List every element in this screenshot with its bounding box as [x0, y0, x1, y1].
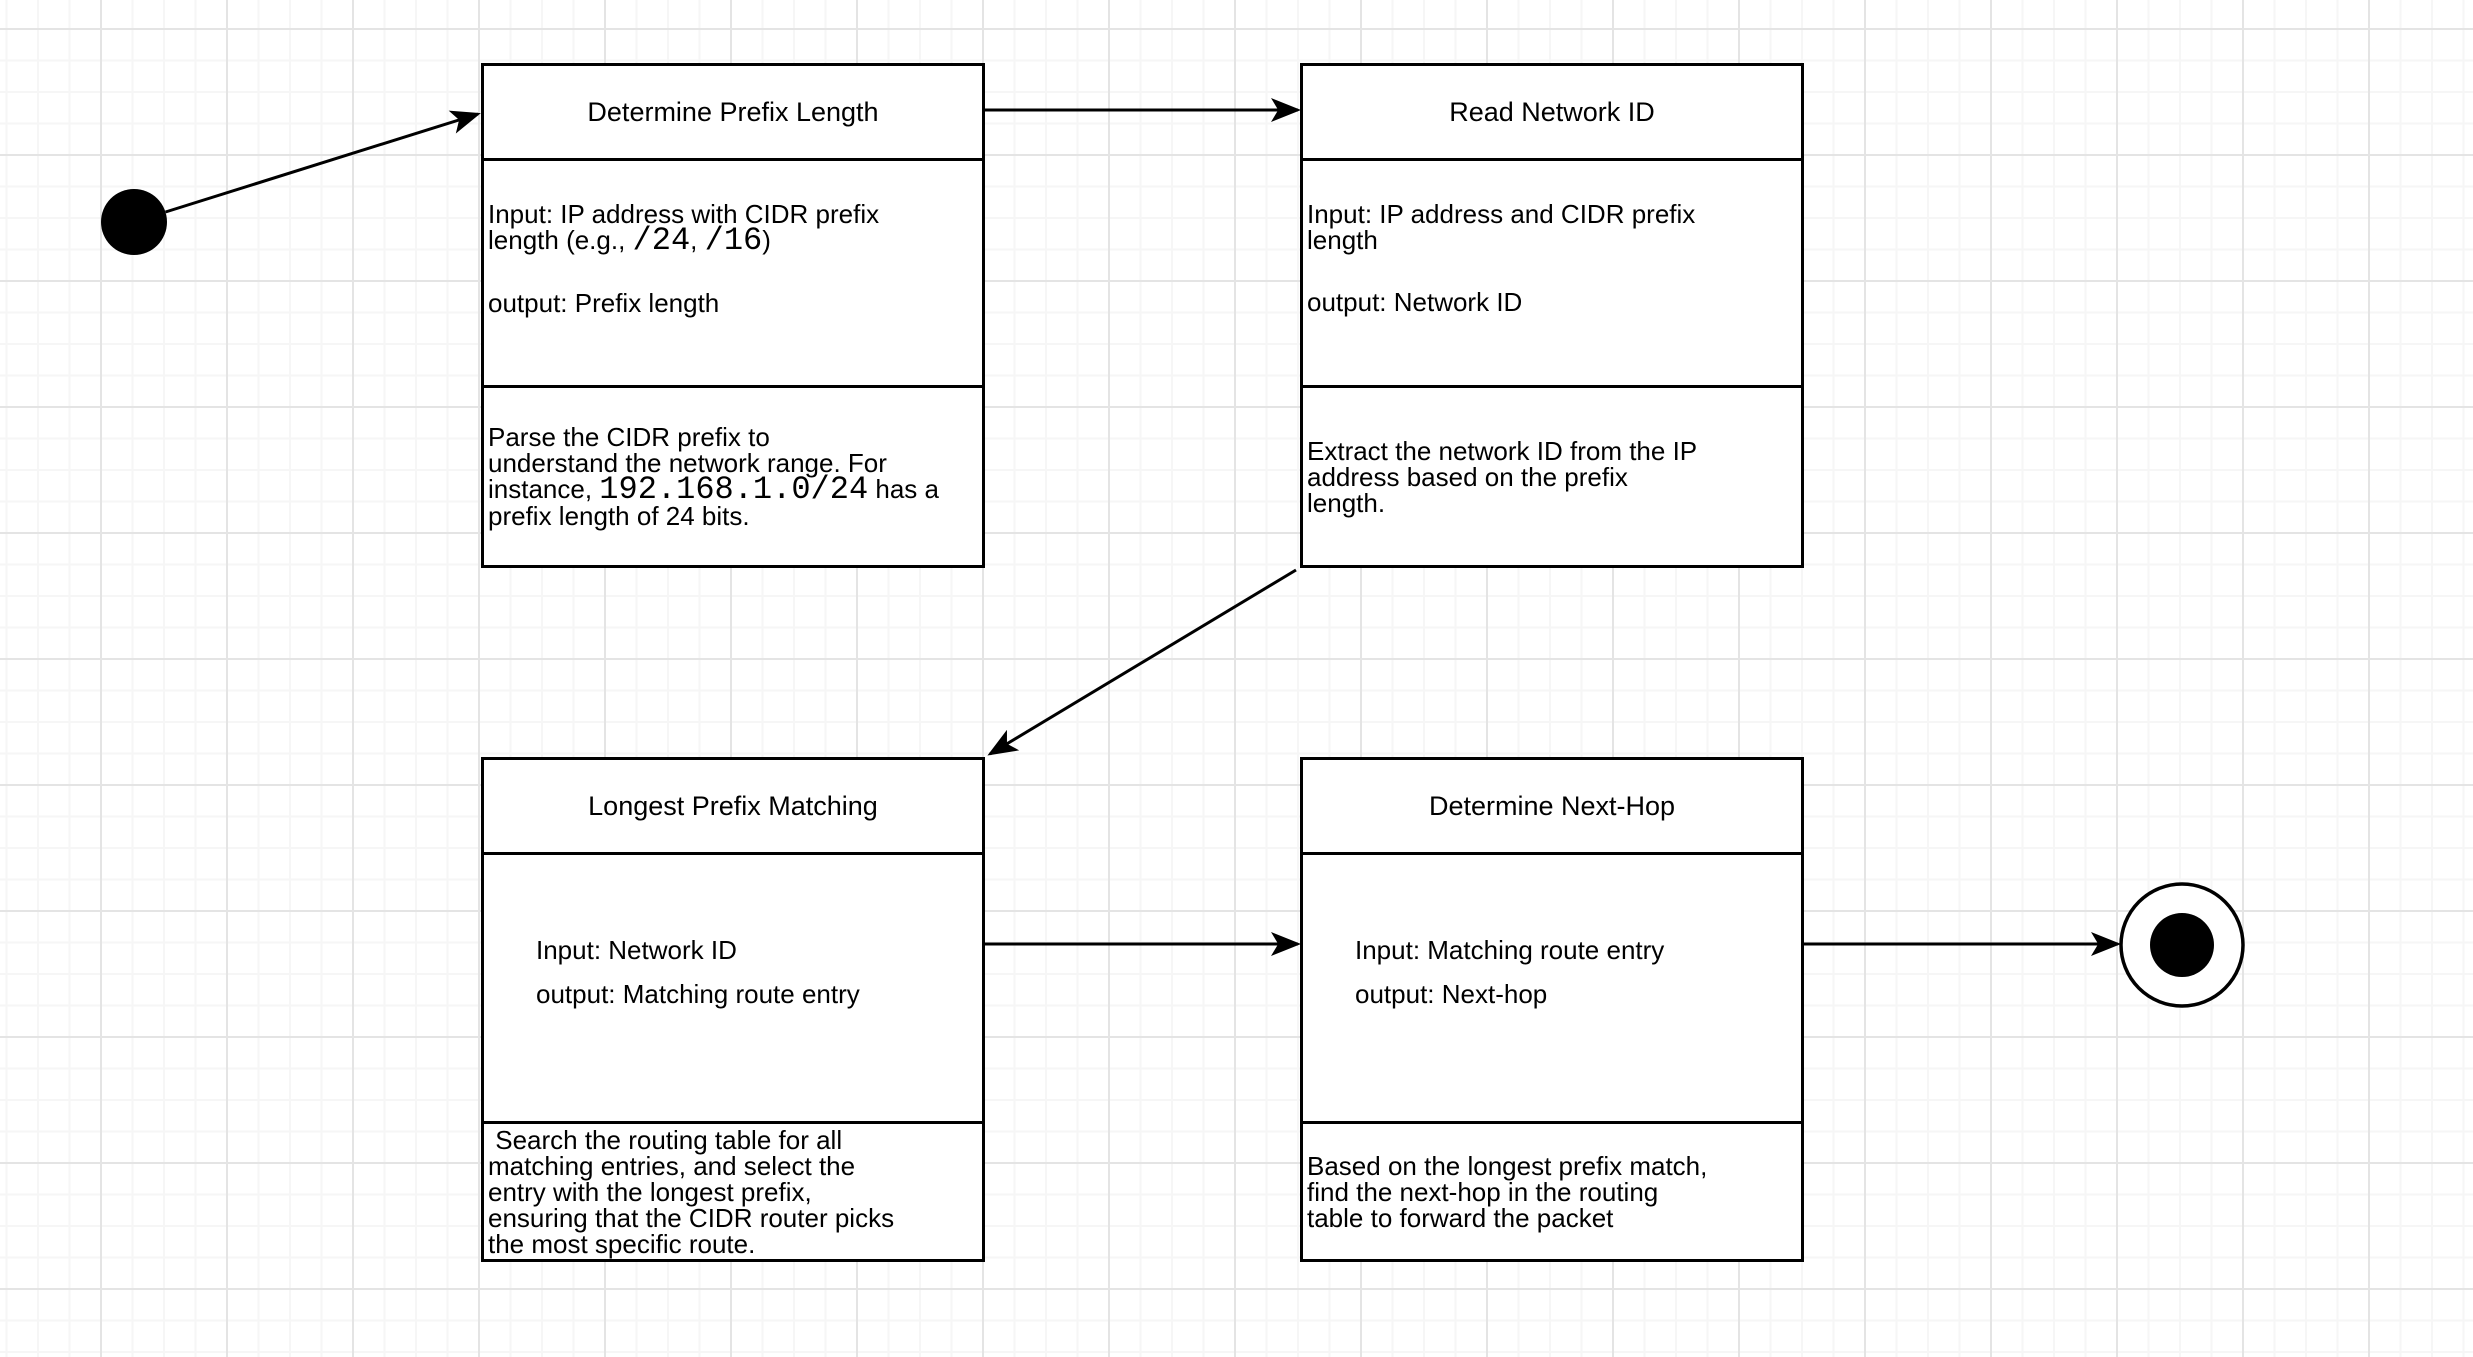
description-line: Search the routing table for all: [488, 1124, 843, 1155]
description-line: prefix length of 24 bits.: [488, 501, 750, 531]
node-description-section: Extract the network ID from the IP addre…: [1303, 388, 1801, 565]
activity-node-read-network-id[interactable]: Read Network ID Input: IP address and CI…: [1300, 63, 1804, 568]
description-line: Based on the longest prefix match,: [1307, 1150, 1708, 1181]
edge-read-network-id-to-longest-prefix-matching[interactable]: [987, 568, 1297, 756]
description-line: matching entries, and select the: [488, 1150, 856, 1181]
node-io-section: Input: IP address and CIDR prefix length…: [1303, 161, 1801, 388]
activity-node-determine-next-hop[interactable]: Determine Next-Hop Input: Matching route…: [1300, 757, 1804, 1262]
io-output-line: output: Network ID: [1307, 287, 1523, 317]
activity-node-longest-prefix-matching[interactable]: Longest Prefix Matching Input: Network I…: [481, 757, 985, 1262]
node-title-text: Longest Prefix Matching: [588, 791, 878, 821]
node-title: Determine Next-Hop: [1303, 760, 1801, 855]
description-line: Parse the CIDR prefix to: [488, 422, 770, 452]
description-line: ensuring that the CIDR router picks: [488, 1202, 895, 1233]
description-line: address based on the prefix: [1307, 461, 1628, 492]
description-line: understand the network range. For: [488, 448, 887, 478]
node-title-text: Read Network ID: [1449, 97, 1655, 127]
io-input-line-2: length (e.g., /24, /16): [488, 222, 771, 259]
io-input-line: Input: IP address with CIDR prefix: [488, 199, 880, 229]
description-line: the most specific route.: [488, 1228, 756, 1259]
io-output-line: output: Prefix length: [488, 288, 720, 318]
node-io-section: Input: IP address with CIDR prefix lengt…: [484, 161, 982, 388]
description-line: Extract the network ID from the IP: [1307, 435, 1698, 466]
description-line: entry with the longest prefix,: [488, 1176, 812, 1207]
final-node[interactable]: [2119, 882, 2245, 1008]
node-description-section: Based on the longest prefix match, find …: [1303, 1124, 1801, 1259]
description-line: find the next-hop in the routing: [1307, 1176, 1659, 1207]
node-io-section: Input: Matching route entry output: Next…: [1303, 855, 1801, 1124]
description-line: length.: [1307, 487, 1386, 518]
node-title: Determine Prefix Length: [484, 66, 982, 161]
io-output-line: output: Next-hop: [1355, 979, 1548, 1009]
node-title: Longest Prefix Matching: [484, 760, 982, 855]
description-line: table to forward the packet: [1307, 1202, 1614, 1233]
node-title-text: Determine Next-Hop: [1428, 791, 1676, 821]
node-description-section: Search the routing table for all matchin…: [484, 1124, 982, 1259]
cidr-code-text: /16: [704, 222, 763, 259]
io-input-line: Input: Network ID: [536, 935, 737, 965]
io-input-line: Input: IP address and CIDR prefix: [1307, 199, 1696, 229]
node-io-section: Input: Network ID output: Matching route…: [484, 855, 982, 1124]
description-line: instance, 192.168.1.0/24 has a: [488, 471, 939, 508]
edge-start-to-determine-prefix-length[interactable]: [165, 110, 481, 214]
activity-node-determine-prefix-length[interactable]: Determine Prefix Length Input: IP addres…: [481, 63, 985, 568]
ip-code-text: 192.168.1.0/24: [599, 471, 869, 508]
node-title: Read Network ID: [1303, 66, 1801, 161]
cidr-code-text: /24: [632, 222, 691, 259]
initial-node[interactable]: [101, 189, 167, 255]
io-output-line: output: Matching route entry: [536, 979, 860, 1009]
io-input-line: Input: Matching route entry: [1355, 935, 1665, 965]
node-description-section: Parse the CIDR prefix to understand the …: [484, 388, 982, 565]
io-input-line-2: length: [1307, 225, 1378, 255]
node-title-text: Determine Prefix Length: [587, 97, 879, 127]
